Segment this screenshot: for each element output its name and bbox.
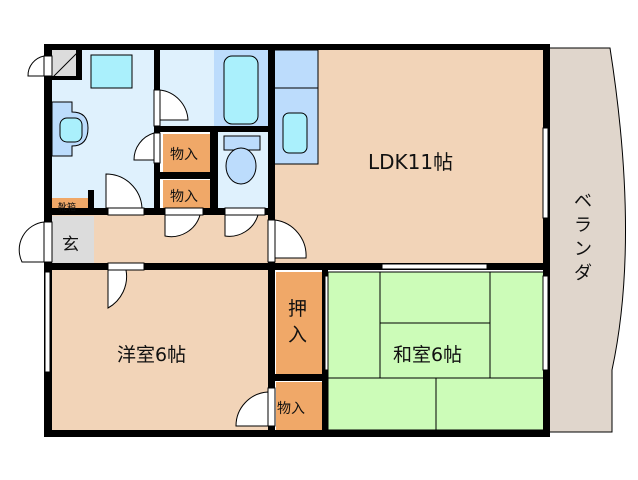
washing-machine	[90, 54, 133, 89]
western-room-floor	[52, 270, 268, 430]
entrance-label: 玄	[62, 235, 79, 255]
storage-1	[163, 134, 211, 172]
storage-3	[276, 382, 322, 430]
western-room-label: 洋室6帖	[117, 344, 187, 366]
balcony-label: ベランダ	[574, 191, 592, 284]
toilet-icon	[225, 147, 257, 185]
sink	[282, 112, 308, 154]
storage-1-label: 物入	[170, 147, 198, 163]
storage-3-label: 物入	[277, 401, 305, 417]
storage-2	[163, 180, 211, 210]
closet-label: 押入	[288, 298, 308, 346]
balcony-area	[547, 47, 627, 433]
doors	[18, 55, 549, 427]
tatami-mats	[327, 271, 546, 431]
shoe-box-label: 靴箱	[58, 203, 77, 213]
entrance-floor	[52, 216, 94, 264]
closet	[276, 272, 322, 374]
ldk-label: LDK11帖	[368, 150, 454, 174]
storage-2-label: 物入	[170, 189, 198, 205]
japanese-room-label: 和室6帖	[393, 344, 463, 366]
bathtub	[223, 55, 259, 125]
